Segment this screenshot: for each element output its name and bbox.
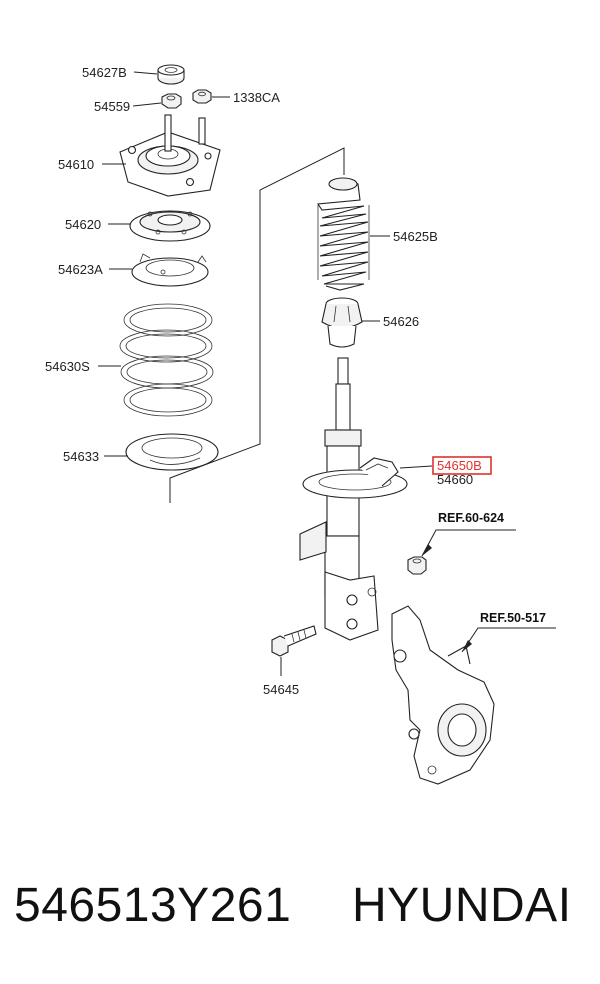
- label-54645: 54645: [263, 682, 299, 697]
- part-54623A-drawing: [131, 253, 209, 287]
- label-54625B: 54625B: [393, 229, 438, 244]
- ref-60-624-nut-drawing: [407, 556, 427, 575]
- part-number-caption: 546513Y261: [14, 879, 292, 932]
- part-54645-drawing: [271, 625, 317, 657]
- part-54633-drawing: [125, 433, 219, 471]
- label-ref-50-517: REF.50-517: [480, 611, 546, 625]
- ref-50-517-knuckle-drawing: [391, 605, 495, 785]
- highlight-54650B: [432, 456, 492, 475]
- label-54633: 54633: [63, 449, 99, 464]
- exploded-parts-diagram: 54627B 54559 1338CA 54610 54620: [45, 64, 556, 785]
- part-1338CA-drawing: [192, 89, 212, 104]
- label-54559: 54559: [94, 99, 130, 114]
- brand-caption: HYUNDAI: [352, 879, 572, 932]
- label-ref-60-624: REF.60-624: [438, 511, 504, 525]
- label-54623A: 54623A: [58, 262, 103, 277]
- label-54660: 54660: [437, 472, 473, 487]
- label-54626: 54626: [383, 314, 419, 329]
- strut-assembly-drawing: [299, 357, 408, 641]
- part-54630S-drawing: [119, 303, 214, 417]
- assembly-bracket: [169, 147, 345, 503]
- part-54559-drawing: [161, 93, 182, 109]
- label-54650B: 54650B: [437, 458, 482, 473]
- label-1338CA: 1338CA: [233, 90, 280, 105]
- part-54625B-drawing: [317, 177, 370, 291]
- part-54626-drawing: [321, 297, 363, 348]
- part-54627B-drawing: [157, 64, 185, 85]
- label-54627B: 54627B: [82, 65, 127, 80]
- label-54630S: 54630S: [45, 359, 90, 374]
- part-54620-drawing: [129, 210, 211, 242]
- part-54610-drawing: [119, 114, 221, 197]
- label-54620: 54620: [65, 217, 101, 232]
- label-54610: 54610: [58, 157, 94, 172]
